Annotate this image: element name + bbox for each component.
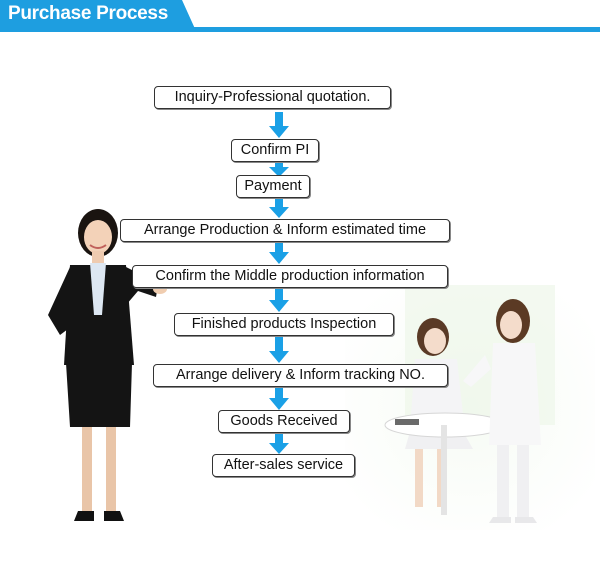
arrow-down-icon xyxy=(269,432,289,454)
step-confirm-pi: Confirm PI xyxy=(231,139,319,162)
arrow-down-icon xyxy=(269,337,289,363)
section-header: Purchase Process xyxy=(0,0,600,36)
step-inspection: Finished products Inspection xyxy=(174,313,394,336)
step-payment: Payment xyxy=(236,175,310,198)
arrow-down-icon xyxy=(269,159,289,177)
step-arrange-delivery: Arrange delivery & Inform tracking NO. xyxy=(153,364,448,387)
header-rule xyxy=(0,27,600,32)
arrow-down-icon xyxy=(269,288,289,312)
section-title: Purchase Process xyxy=(8,3,168,24)
arrow-down-icon xyxy=(269,196,289,218)
step-inquiry: Inquiry-Professional quotation. xyxy=(154,86,391,109)
step-middle-production: Confirm the Middle production informatio… xyxy=(132,265,448,288)
arrow-down-icon xyxy=(269,112,289,138)
step-goods-received: Goods Received xyxy=(218,410,350,433)
step-after-sales: After-sales service xyxy=(212,454,355,477)
arrow-down-icon xyxy=(269,386,289,410)
businesswoman-illustration xyxy=(48,209,167,521)
step-arrange-production: Arrange Production & Inform estimated ti… xyxy=(120,219,450,242)
arrow-down-icon xyxy=(269,240,289,264)
header-tab xyxy=(0,0,196,31)
